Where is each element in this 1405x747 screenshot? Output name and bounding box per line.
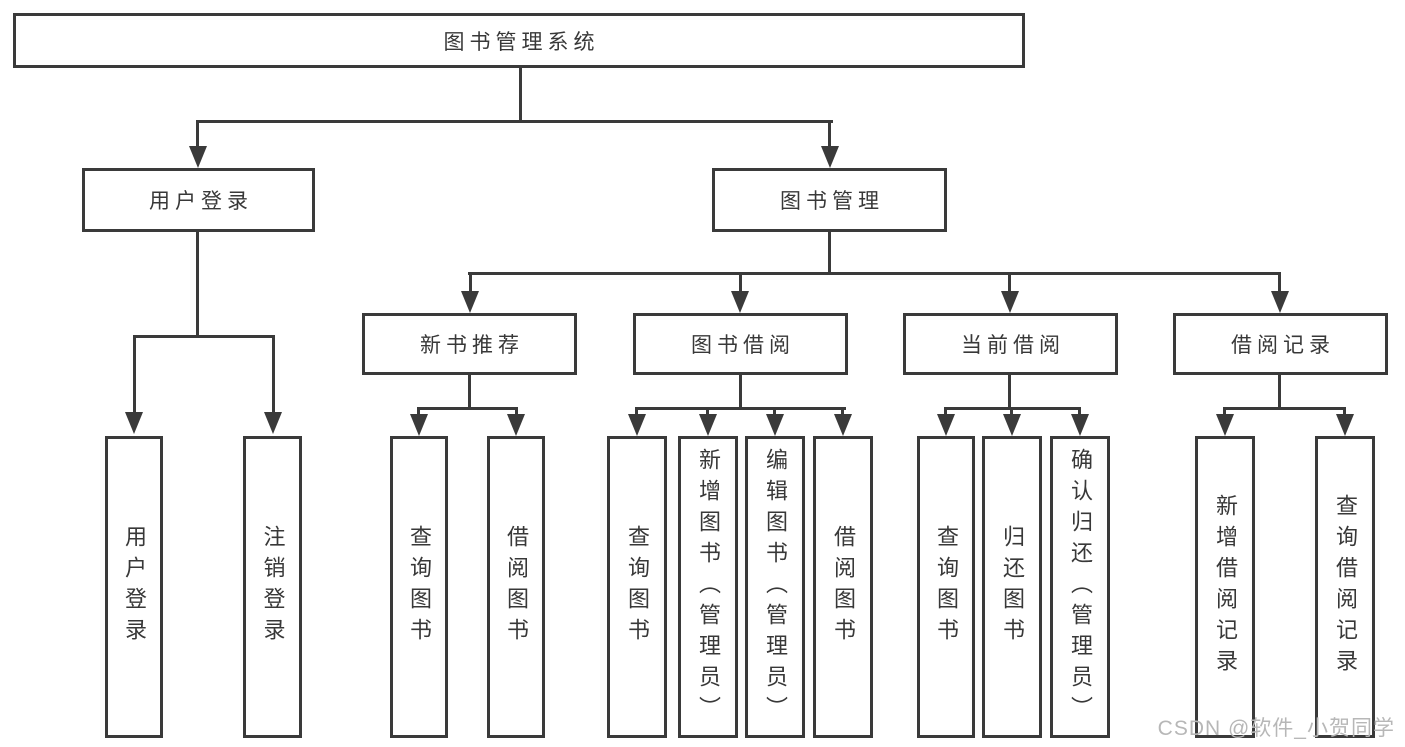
connector-borrowing-stem	[739, 375, 742, 410]
node-leaf-edit-books-admin: 编辑图书（管理员）	[745, 436, 805, 738]
connector-borrowing-bus	[635, 407, 846, 410]
node-book-management: 图书管理	[712, 168, 947, 232]
connector-to-user-login	[196, 120, 199, 150]
connector-level3-bus	[468, 272, 1281, 275]
connector-level2-bus	[196, 120, 833, 123]
connector-bookmgmt-stem	[828, 232, 831, 275]
arrow-down-icon	[731, 291, 749, 313]
arrow-down-icon	[264, 412, 282, 434]
node-borrowing-records: 借阅记录	[1173, 313, 1388, 375]
node-leaf-borrow-books-1: 借阅图书	[487, 436, 545, 738]
connector-userlogin-bus	[133, 335, 275, 338]
connector-to-logout	[272, 335, 275, 420]
node-leaf-return-books: 归还图书	[982, 436, 1042, 738]
node-user-login: 用户登录	[82, 168, 315, 232]
node-leaf-add-borrow-record: 新增借阅记录	[1195, 436, 1255, 738]
arrow-down-icon	[125, 412, 143, 434]
connector-to-login	[133, 335, 136, 420]
arrow-down-icon	[1216, 414, 1234, 436]
connector-root-stem	[519, 68, 522, 123]
arrow-down-icon	[628, 414, 646, 436]
arrow-down-icon	[1271, 291, 1289, 313]
node-leaf-query-books-2: 查询图书	[607, 436, 667, 738]
node-leaf-logout: 注销登录	[243, 436, 302, 738]
csdn-watermark: CSDN @软件_小贺同学	[1157, 717, 1395, 740]
node-book-borrowing: 图书借阅	[633, 313, 848, 375]
arrow-down-icon	[1003, 414, 1021, 436]
connector-newbooks-stem	[468, 375, 471, 410]
arrow-down-icon	[1071, 414, 1089, 436]
arrow-down-icon	[189, 146, 207, 168]
connector-newbooks-bus	[417, 407, 518, 410]
connector-to-borrowing	[739, 272, 742, 297]
connector-userlogin-stem	[196, 232, 199, 338]
node-leaf-borrow-books-2: 借阅图书	[813, 436, 873, 738]
arrow-down-icon	[766, 414, 784, 436]
arrow-down-icon	[699, 414, 717, 436]
arrow-down-icon	[821, 146, 839, 168]
connector-to-newbooks	[469, 272, 472, 297]
arrow-down-icon	[834, 414, 852, 436]
node-leaf-query-borrow-record: 查询借阅记录	[1315, 436, 1375, 738]
connector-current-stem	[1008, 375, 1011, 410]
node-leaf-query-books-3: 查询图书	[917, 436, 975, 738]
connector-records-stem	[1278, 375, 1281, 410]
connector-to-book-mgmt	[828, 120, 831, 150]
arrow-down-icon	[410, 414, 428, 436]
node-leaf-query-books-1: 查询图书	[390, 436, 448, 738]
arrow-down-icon	[937, 414, 955, 436]
node-new-book-recommend: 新书推荐	[362, 313, 577, 375]
node-leaf-confirm-return-admin: 确认归还（管理员）	[1050, 436, 1110, 738]
node-current-borrowing: 当前借阅	[903, 313, 1118, 375]
arrow-down-icon	[461, 291, 479, 313]
connector-to-current	[1008, 272, 1011, 297]
node-leaf-add-books-admin: 新增图书（管理员）	[678, 436, 738, 738]
node-leaf-user-login: 用户登录	[105, 436, 163, 738]
connector-records-bus	[1223, 407, 1346, 410]
connector-to-records	[1278, 272, 1281, 297]
arrow-down-icon	[507, 414, 525, 436]
node-library-system: 图书管理系统	[13, 13, 1025, 68]
arrow-down-icon	[1001, 291, 1019, 313]
arrow-down-icon	[1336, 414, 1354, 436]
